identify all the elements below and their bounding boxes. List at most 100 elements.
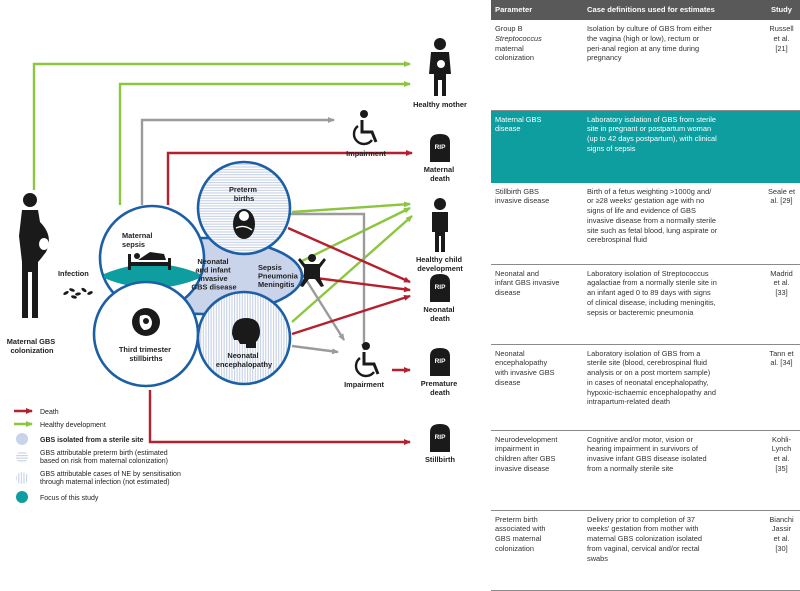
row-parameter-line: encephalopathy [495,358,548,368]
row-study-line: Seale et [767,186,796,196]
row-study-line: [35] [775,463,788,473]
arrow-sepsis-to-impairment [140,117,335,205]
row-parameter-line: Neonatal [495,348,525,358]
legend-ne-attr: GBS attributable cases of NE by sensitis… [40,471,183,486]
row-study-line: al. [29] [770,196,793,206]
arrow-encephalopathy-to-healthy-child [291,215,413,323]
row-parameter-line: Group B [495,24,523,34]
arrow-preterm-to-healthy-child [291,201,411,214]
tombstone-icon-premature-death: RIP [430,348,450,376]
bacteria-icon [63,287,93,299]
row-definition-line: Isolation by culture of GBS from either [587,24,712,34]
arrow-preterm-to-impairment [290,212,367,351]
legend: Death Healthy development GBS isolated f… [14,408,183,503]
row-study-line: et al. [773,33,790,43]
row-definition-line: pregnancy [587,53,622,63]
fetus-icon [132,308,160,336]
row-definition-line: (up to 42 days postpartum), with clinica… [587,134,717,144]
row-parameter-line: children after GBS [495,454,556,464]
row-definition-line: agalactiae from a normally sterile site … [587,278,717,288]
row-study-line: [21] [775,43,788,53]
row-parameter-line: Maternal GBS [495,114,542,124]
infection-label: Infection [58,269,89,278]
svg-text:RIP: RIP [435,284,447,291]
svg-text:RIP: RIP [435,434,447,441]
legend-healthy: Healthy development [40,422,106,429]
maternal-death-label: Maternal death [424,165,456,183]
swaddled-baby-icon [233,209,255,239]
row-study-line: Jassir [771,524,792,534]
preterm-births-circle [196,160,292,256]
wheelchair-icon-top [352,110,378,146]
arrow-stillbirth-to-stillbirth [148,390,411,445]
row-definition-line: sterile site (blood, cerebrospinal fluid [587,358,707,368]
arrow-sepsis-to-maternal-death [166,150,413,205]
svg-text:RIP: RIP [435,144,447,151]
row-parameter-line: Preterm birth [495,514,538,524]
row-definition-line: Laboratory isolation of GBS from sterile [587,114,716,124]
row-definition-line: intrapartum-related death [587,397,670,407]
case-definitions-table-container: Parameter Case definitions used for esti… [491,0,800,591]
row-definition-line: signs of life and evidence of GBS [587,206,696,216]
row-parameter-line: impairment in [495,444,540,454]
row-definition-line: site such as fetal blood, lung aspirate … [587,225,718,235]
row-study-line: Bianchi [769,514,794,524]
legend-focus: Focus of this study [40,495,99,502]
row-parameter-line: maternal [495,43,524,53]
tombstone-icon-neonatal-death: RIP [430,274,450,302]
row-definition-line: swabs [587,553,608,563]
row-parameter-line: colonization [495,543,535,553]
row-study-line: et al. [773,454,790,464]
row-definition-line: hypoxic-ischaemic encephalopathy and [587,387,717,397]
neonatal-encephalopathy-label: Neonatal encephalopathy [216,351,273,369]
row-parameter-line: disease [495,124,521,134]
legend-death: Death [40,409,59,416]
row-study-line: Madrid [770,268,793,278]
row-study-line: al. [34] [770,358,793,368]
row-definition-line: site in pregnant or postpartum woman [587,124,712,134]
row-study-line: et al. [773,278,790,288]
neonatal-death-label: Neonatal death [423,305,456,323]
wheelchair-icon-bottom [354,342,380,378]
row-definition-line: from vaginal, cervical and/or rectal [587,543,700,553]
table-header-row: Parameter Case definitions used for esti… [491,0,800,21]
third-trimester-label: Third trimester stillbirths [119,345,173,363]
healthy-arrows [32,61,413,323]
healthy-mother-label: Healthy mother [413,100,467,109]
row-parameter-line: disease [495,288,521,298]
preterm-births-label: Preterm births [229,185,259,203]
healthy-child-label: Healthy child development [416,255,464,273]
child-figure-icon [432,198,448,252]
svg-text:RIP: RIP [435,358,447,365]
central-disease-label: Neonatal and infant invasive GBS disease [191,257,236,292]
row-definition-line: weeks' gestation from mother with [587,524,699,534]
row-definition-cell: Birth of a fetus weighting >1000g and/or… [583,182,763,265]
row-definition-line: in cases of neonatal encephalopathy, [587,377,709,387]
row-definition-line: invasive infant GBS disease isolated [587,454,707,464]
tombstone-icon-stillbirth: RIP [430,424,450,452]
row-parameter-line: disease [495,377,521,387]
premature-death-label: Premature death [421,379,460,397]
row-study-line: Kohli- [772,434,791,444]
row-parameter-line: invasive disease [495,196,550,206]
row-parameter-line: infant GBS invasive [495,278,560,288]
row-definition-line: Delivery prior to completion of 37 [587,514,696,524]
row-definition-cell: Laboratory isolation of GBS from sterile… [583,110,763,183]
row-parameter-line: Streptococcus [495,33,542,43]
row-study-line: [33] [775,288,788,298]
arrow-sepsis-to-healthy-child [299,206,411,264]
